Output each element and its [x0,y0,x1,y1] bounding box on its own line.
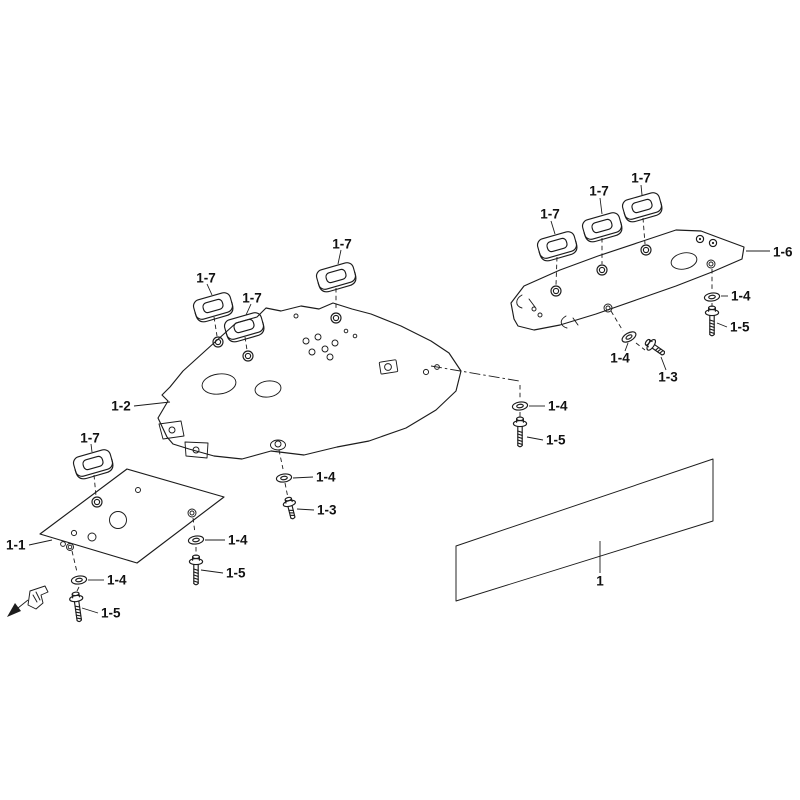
leader-lines [28,184,770,614]
plate-front [39,468,225,564]
direction-arrow-line [17,599,29,609]
washer [275,472,293,484]
cushion-pad [191,290,236,325]
cover-panel [455,458,714,602]
flange-bolt [704,305,720,337]
mounting-bracket [7,585,49,617]
flange-bolt [512,416,528,448]
washer [187,534,205,546]
callout-cushion: 1-7 [242,291,262,306]
callout-cushion: 1-7 [80,431,100,446]
flange-bolt [188,554,204,586]
cushion-pads [71,190,665,482]
mount-hole [640,244,652,256]
mount-hole [550,285,562,297]
washer [511,400,529,412]
callout-small-bolt: 1-3 [658,370,678,385]
callout-cushion: 1-7 [631,171,651,186]
washer [703,291,721,303]
bolt-hole [708,238,718,248]
callout-plate-front: 1-1 [6,538,26,553]
callout-cushion: 1-7 [540,207,560,222]
small-bolt [642,335,669,360]
callout-small-bolt: 1-3 [317,503,337,518]
callout-washer: 1-4 [548,399,568,414]
direction-arrow-icon [7,603,21,617]
plate-center [157,302,462,460]
callout-plate-rear: 1-6 [773,245,793,260]
plate-rear [510,229,745,331]
callout-plate-center: 1-2 [111,399,131,414]
mount-hole [91,496,103,508]
callout-cushion: 1-7 [196,271,216,286]
washer [619,329,639,345]
cushion-pad [620,190,665,225]
bolt-hole [695,234,705,244]
flange-bolt [68,590,87,624]
callout-flange-bolt: 1-5 [546,433,566,448]
washer [70,574,88,586]
mount-hole [330,312,342,324]
callout-washer: 1-4 [610,351,630,366]
small-bolt [281,495,300,521]
cushion-pad [222,310,267,345]
callout-flange-bolt: 1-5 [101,606,121,621]
assembly-axis-lines [71,217,713,594]
mount-hole [242,350,254,362]
callout-washer: 1-4 [731,289,751,304]
callout-washer: 1-4 [107,573,127,588]
callout-labels: 1-7 1-7 1-7 1-7 1-7 1-7 1-7 1-4 1-4 1-4 … [6,171,793,621]
callout-flange-bolt: 1-5 [730,320,750,335]
cushion-pad [71,447,116,482]
callout-flange-bolt: 1-5 [226,566,246,581]
callout-cushion: 1-7 [332,237,352,252]
callout-assembly: 1 [596,574,604,589]
callout-washer: 1-4 [316,470,336,485]
mount-hole [596,264,608,276]
callout-cushion: 1-7 [589,184,609,199]
callout-washer: 1-4 [228,533,248,548]
